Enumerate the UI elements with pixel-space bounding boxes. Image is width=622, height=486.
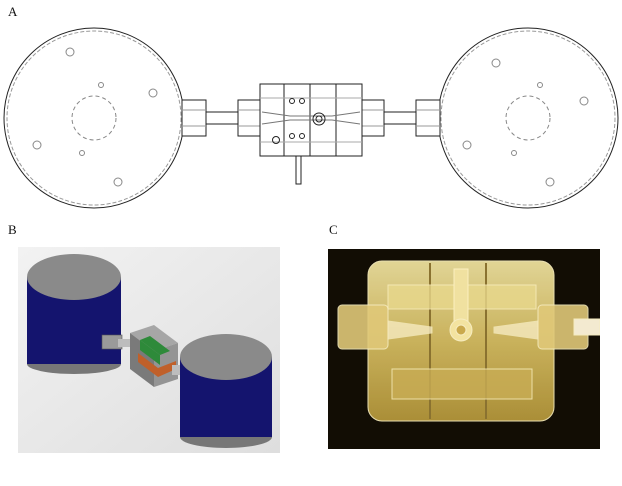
green-layer	[140, 336, 170, 355]
panel-label-a: A	[8, 4, 18, 19]
right-reservoir-cylinder	[180, 334, 272, 448]
panel-a-line-drawing	[3, 27, 619, 209]
orange-layer	[138, 353, 158, 377]
panel-c-photograph	[328, 249, 600, 449]
central-chamber-block	[259, 83, 363, 185]
tubing	[337, 304, 600, 350]
right-connector	[361, 99, 441, 137]
panel-label-b: B	[8, 222, 17, 237]
left-reservoir-cylinder	[27, 254, 121, 374]
left-reservoir-disc	[3, 27, 185, 209]
central-chamber-block-3d	[130, 325, 178, 387]
panel-label-c: C	[329, 222, 338, 237]
left-connector	[181, 99, 261, 137]
panel-b-3d-render	[18, 247, 280, 453]
left-connector-3d	[101, 334, 132, 350]
right-reservoir-disc	[437, 27, 619, 209]
